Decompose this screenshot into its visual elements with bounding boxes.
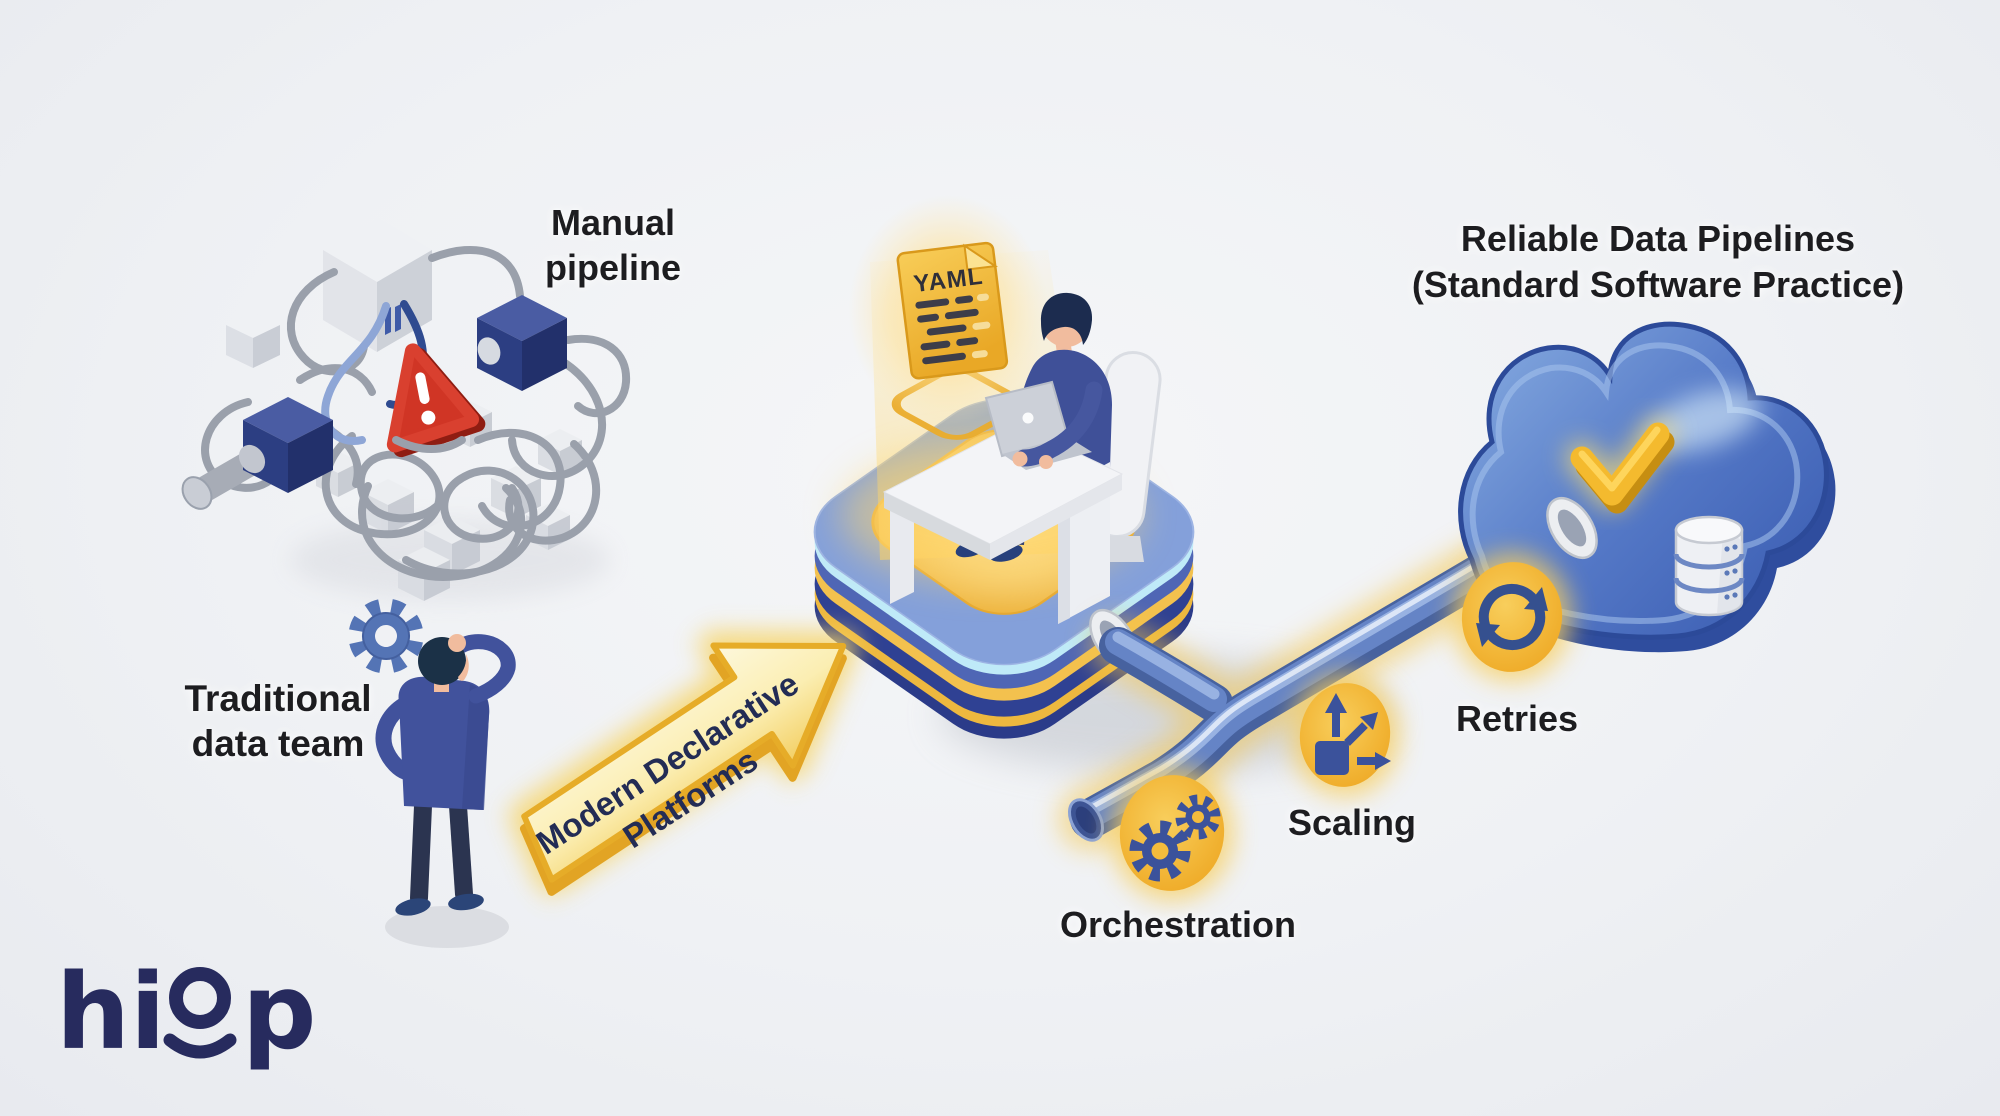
small-cube-icon [226,312,280,368]
manual-pipeline-line2: pipeline [544,247,682,288]
feature-badges [1110,552,1572,901]
manual-pipeline-illustration [181,218,631,601]
manual-pipeline-line1: Manual [550,202,675,243]
logo-text-hi: hi [56,951,166,1073]
checkmark-icon [1565,417,1675,514]
person-shadow [385,906,509,948]
manual-pipeline-label: Manual pipeline [503,200,723,290]
traditional-team-illustration [348,598,516,948]
orchestration-label: Orchestration [1059,904,1297,945]
retries-badge [1452,552,1572,682]
cloud-group [1458,321,1836,653]
page-title: Reliable Data Pipelines (Standard Softwa… [1408,216,1908,308]
retries-label: Retries [1455,698,1579,739]
traditional-team-label: Traditional data team [128,676,428,766]
raised-arm [453,634,516,704]
hair [1040,292,1093,345]
logo-o-mark [163,967,237,1059]
pipe-open-end [1067,798,1105,842]
scaling-badge [1290,673,1400,797]
logo-text-p: p [242,951,316,1073]
traditional-team-line1: Traditional [184,678,372,719]
coupling-ring-cloud [1546,497,1598,559]
scale-arrows-icon [1315,693,1391,775]
yaml-file-icon: YAML [896,241,1009,380]
database-icon [1673,515,1745,617]
scaling-label: Scaling [1287,802,1417,843]
gear-icon [348,598,424,674]
pipe-system [1063,511,1568,846]
title-line2: (Standard Software Practice) [1411,264,1905,305]
arm [1015,381,1103,467]
gears-icon [1129,794,1221,882]
refresh-icon [1476,583,1548,651]
blue-connector-cube-left [181,397,333,510]
blue-connector-cube-right [477,295,567,391]
traditional-team-line2: data team [191,723,365,764]
standing-person [375,634,516,948]
desk-scene: YAML [840,195,1162,624]
modern-platforms-arrow [509,630,859,896]
orchestration-badge [1110,765,1234,901]
title-line1: Reliable Data Pipelines [1460,218,1856,259]
hiop-logo: hi p [56,951,316,1073]
hand-on-head [448,634,466,652]
warning-icon [386,343,486,458]
